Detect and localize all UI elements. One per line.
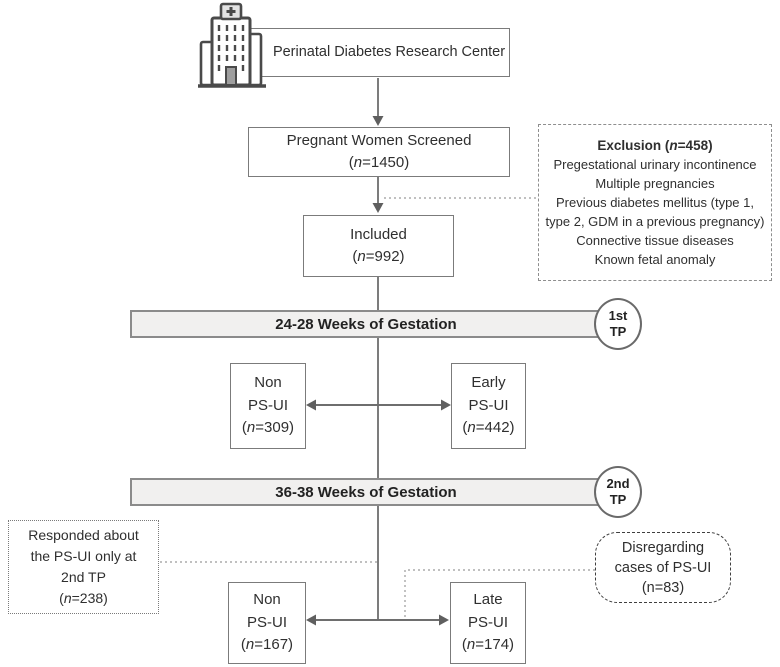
badge-tp1-line2: TP [609,324,627,339]
n-symbol: n [246,419,256,437]
n-post: =992) [365,248,405,265]
node-line: Early [471,374,506,392]
hospital-icon [198,2,266,88]
n-symbol: n [63,590,72,606]
node-line: Non [253,591,281,609]
node-line: PS-UI [468,396,509,414]
n-symbol: n [466,636,476,654]
n-symbol: n [467,419,476,437]
badge-tp1: 1st TP [594,298,642,350]
bar-tp2-label: 36-38 Weeks of Gestation [275,483,457,501]
n-pre: ( [240,636,246,654]
responded-count: (n=238) [59,588,108,609]
n-pre: Exclusion ( [597,138,670,153]
badge-tp2-line2: TP [609,492,627,507]
n-pre: ( [462,419,468,437]
node-line: Non [254,374,282,392]
node-line: Late [473,591,503,609]
disregarding-line: Disregarding [621,539,705,556]
n-post: =174) [475,636,515,654]
responded-line: 2nd TP [61,569,106,585]
bar-tp2: 36-38 Weeks of Gestation [130,478,602,506]
responded-line: the PS-UI only at [30,548,137,564]
n-post: =238) [71,590,108,606]
n-pre: ( [241,419,247,437]
node-early-psui: Early PS-UI (n=442) [451,363,526,449]
node-non-psui-tp2: Non PS-UI (n=167) [228,582,306,664]
n-post: =1450) [362,154,410,171]
n-post: =167) [254,636,294,654]
node-research-center: Perinatal Diabetes Research Center [250,28,510,77]
n-symbol: n [353,154,363,171]
connector-center-to-screened [372,78,384,126]
badge-tp1-line1: 1st [608,307,628,323]
node-line: PS-UI [246,613,287,631]
exclusion-item: Pregestational urinary incontinence [553,157,757,172]
bar-tp1: 24-28 Weeks of Gestation [130,310,602,338]
node-non-psui-tp1: Non PS-UI (n=309) [230,363,306,449]
responded-box: Responded about the PS-UI only at 2nd TP… [8,520,159,614]
exclusion-item: Known fetal anomaly [594,252,716,267]
n-symbol: n [357,248,366,265]
responded-line: Responded about [28,527,139,543]
exclusion-item: Multiple pregnancies [595,176,715,191]
included-count: (n=992) [352,246,404,269]
n-post: =442) [475,419,515,437]
exclusion-item: Previous diabetes mellitus (type 1, type… [545,195,765,229]
included-title: Included [350,225,407,243]
n-symbol: n [669,138,678,153]
connector-screened-to-included [372,177,384,213]
n-pre: ( [461,636,467,654]
n-pre: ( [348,154,354,171]
screened-title: Pregnant Women Screened [286,131,472,149]
screened-count: (n=1450) [349,152,409,175]
connector-non-late-arrow [306,614,449,626]
node-line: PS-UI [467,613,508,631]
n-post: =458) [677,138,713,153]
node-count: (n=309) [242,417,294,440]
exclusion-box: Exclusion (n=458) Pregestational urinary… [538,124,772,281]
exclusion-item: Connective tissue diseases [576,233,734,248]
node-screened: Pregnant Women Screened (n=1450) [248,127,510,177]
badge-tp2: 2nd TP [594,466,642,518]
badge-tp2-line1: 2nd [606,475,630,491]
node-late-psui: Late PS-UI (n=174) [450,582,526,664]
node-count: (n=174) [462,634,514,657]
disregarding-line: cases of PS-UI [614,559,712,576]
n-pre: ( [352,248,358,265]
exclusion-title: Exclusion (n=458) [597,136,712,155]
node-included: Included (n=992) [303,215,454,277]
connector-disregarding-dotted [404,569,595,617]
n-post: =309) [255,419,295,437]
node-line: PS-UI [247,396,288,414]
node-count: (n=167) [241,634,293,657]
disregarding-count: (n=83) [641,579,685,596]
connector-non-early-arrow [306,399,451,411]
n-pre: ( [59,590,64,606]
research-center-label: Perinatal Diabetes Research Center [272,43,506,60]
disregarding-box: Disregarding cases of PS-UI (n=83) [595,532,731,603]
bar-tp1-label: 24-28 Weeks of Gestation [275,315,457,333]
node-count: (n=442) [462,417,514,440]
n-symbol: n [245,636,255,654]
